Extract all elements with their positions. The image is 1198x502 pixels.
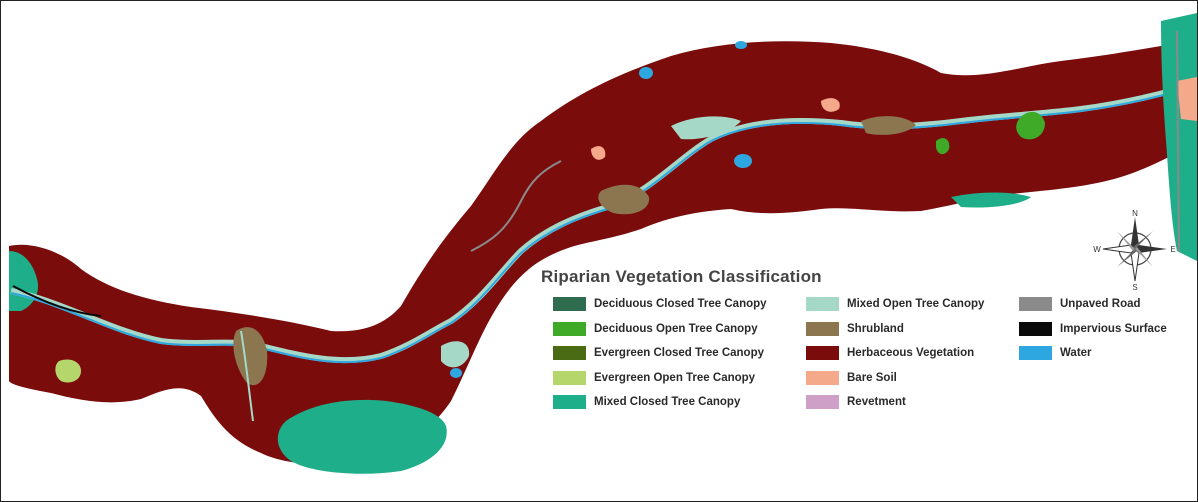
right-edge-shrub — [1177, 77, 1197, 121]
pond-1 — [734, 154, 752, 168]
legend-label: Impervious Surface — [1060, 322, 1167, 335]
evergreen-open-swatch — [553, 370, 586, 385]
legend-column-2: Mixed Open Tree Canopy Shrubland Herbace… — [806, 292, 984, 415]
legend-label: Deciduous Closed Tree Canopy — [594, 298, 767, 311]
unpaved-road-swatch — [1019, 297, 1052, 312]
legend-item: Bare Soil — [806, 366, 984, 391]
legend-item: Water — [1019, 341, 1167, 366]
mixed-open-patch-1 — [671, 116, 741, 140]
herbaceous-corridor — [9, 41, 1181, 465]
mixed-open-patch-2 — [441, 341, 470, 368]
mixed-closed-swatch — [553, 395, 586, 410]
deciduous-closed-swatch — [553, 297, 586, 312]
bare-soil-patch-2 — [591, 146, 606, 160]
compass-west-label: W — [1093, 245, 1101, 254]
shrubland-swatch — [806, 321, 839, 336]
legend-label: Herbaceous Vegetation — [847, 347, 975, 360]
legend-label: Deciduous Open Tree Canopy — [594, 322, 758, 335]
deciduous-open-patch-1 — [1016, 111, 1045, 140]
legend-title: Riparian Vegetation Classification — [541, 267, 822, 286]
legend-label: Shrubland — [847, 322, 904, 335]
unpaved-road-1 — [470, 160, 562, 252]
right-edge-road — [1176, 30, 1180, 252]
legend-item: Herbaceous Vegetation — [806, 341, 984, 366]
legend-item: Revetment — [806, 390, 984, 415]
unpaved-road-2 — [240, 330, 254, 422]
legend-item: Impervious Surface — [1019, 317, 1167, 342]
legend-item: Shrubland — [806, 317, 984, 342]
pond-4 — [735, 41, 747, 49]
legend-item: Unpaved Road — [1019, 292, 1167, 317]
shrubland-patch-3 — [861, 116, 916, 135]
compass-rose-icon: N S E W — [1093, 209, 1175, 291]
pond-2 — [639, 67, 653, 79]
compass-north-label: N — [1132, 209, 1138, 218]
revetment-swatch — [806, 395, 839, 410]
compass-south-label: S — [1132, 283, 1137, 291]
shrubland-patch-1 — [598, 184, 650, 215]
left-evergreen-patch — [55, 359, 81, 383]
compass-east-label: E — [1170, 245, 1175, 254]
herbaceous-swatch — [806, 346, 839, 361]
deciduous-open-swatch — [553, 321, 586, 336]
legend-label: Evergreen Closed Tree Canopy — [594, 347, 765, 360]
legend-label: Mixed Open Tree Canopy — [847, 298, 985, 311]
mixed-closed-patch — [277, 399, 447, 474]
legend-column-1: Deciduous Closed Tree Canopy Deciduous O… — [553, 292, 767, 415]
mixed-closed-strip — [951, 192, 1031, 208]
legend-item: Deciduous Open Tree Canopy — [553, 317, 767, 342]
legend-label: Bare Soil — [847, 371, 897, 384]
deciduous-open-patch-2 — [936, 138, 950, 155]
legend-item: Deciduous Closed Tree Canopy — [553, 292, 767, 317]
legend-label: Unpaved Road — [1060, 298, 1141, 311]
legend-item: Mixed Open Tree Canopy — [806, 292, 984, 317]
water-swatch — [1019, 346, 1052, 361]
legend-column-3: Unpaved Road Impervious Surface Water — [1019, 292, 1167, 366]
legend-label: Revetment — [847, 396, 906, 409]
impervious-road — [12, 285, 102, 317]
bare-soil-patch-1 — [821, 98, 840, 112]
pond-3 — [450, 368, 462, 378]
legend-item: Evergreen Open Tree Canopy — [553, 366, 767, 391]
legend-item: Mixed Closed Tree Canopy — [553, 390, 767, 415]
evergreen-closed-swatch — [553, 346, 586, 361]
impervious-swatch — [1019, 321, 1052, 336]
legend-label: Evergreen Open Tree Canopy — [594, 371, 756, 384]
legend-label: Mixed Closed Tree Canopy — [594, 396, 741, 409]
mixed-open-swatch — [806, 297, 839, 312]
legend-item: Evergreen Closed Tree Canopy — [553, 341, 767, 366]
right-edge-patch — [1161, 13, 1197, 261]
bare-soil-swatch — [806, 370, 839, 385]
legend-label: Water — [1060, 347, 1092, 360]
